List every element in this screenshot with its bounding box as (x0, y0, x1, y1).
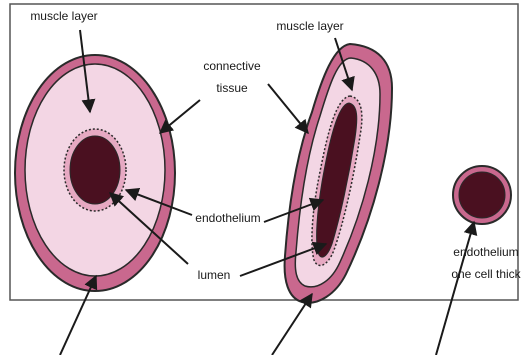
label-lumen: lumen (198, 268, 231, 282)
label-capillary-line2: one cell thick (451, 267, 521, 281)
capillary-cross-section (453, 166, 511, 224)
label-capillary-line1: endothelium (453, 245, 518, 259)
label-muscle-layer-artery: muscle layer (30, 9, 97, 23)
label-muscle-layer-vein: muscle layer (276, 19, 343, 33)
label-connective-tissue-line2: tissue (216, 81, 248, 95)
pointer-connective-vein (268, 84, 308, 133)
capillary-lumen (459, 172, 505, 218)
vein-cross-section (285, 44, 392, 303)
label-endothelium: endothelium (195, 211, 260, 225)
pointer-capillary (436, 222, 474, 355)
pointer-vein-outer (272, 294, 312, 355)
artery-cross-section (15, 55, 175, 291)
artery-lumen (70, 136, 120, 204)
label-connective-tissue-line1: connective (203, 59, 261, 73)
